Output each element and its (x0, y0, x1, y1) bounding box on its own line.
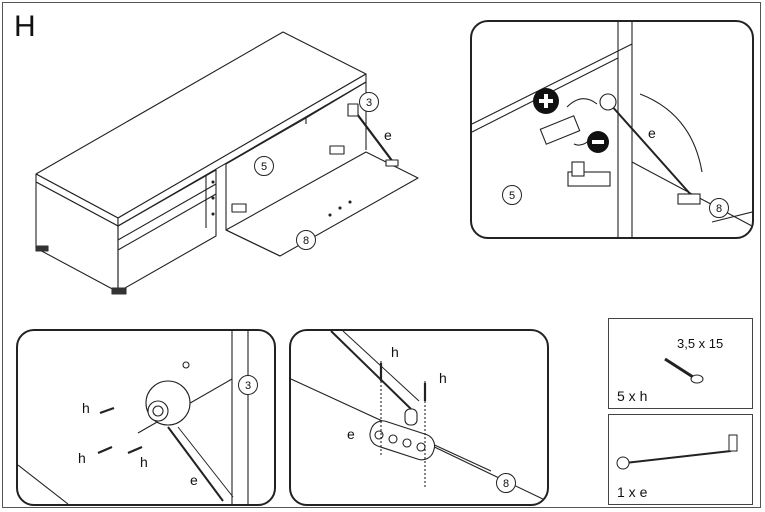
detail-panel-hinge: h h h e 3 (16, 329, 276, 506)
screw-quantity: 5 x h (617, 388, 648, 404)
stay-label: e (384, 127, 392, 143)
screw-label-h: h (78, 450, 86, 466)
stay-quantity: 1 x e (617, 484, 648, 500)
parts-box-stay: 1 x e (608, 414, 753, 505)
part-label-8: 8 (709, 198, 729, 218)
stay-label: e (190, 472, 198, 488)
part-label-3: 3 (238, 375, 258, 395)
step-letter: H (14, 10, 36, 43)
part-label-5: 5 (502, 185, 522, 205)
part-label-8: 8 (296, 230, 316, 250)
part-label-3: 3 (359, 92, 379, 112)
detail-panel-top: plus-icon minus-icon 5 8 e (470, 20, 754, 239)
detail-panel-plate: h h e 8 (289, 329, 549, 506)
screw-size: 3,5 x 15 (677, 336, 724, 351)
lid-stay-icon (616, 434, 738, 470)
screw-icon (664, 357, 704, 384)
screw-label-h: h (439, 370, 447, 386)
screw-label-h: h (391, 344, 399, 360)
parts-box-screws: 3,5 x 15 5 x h (608, 318, 753, 409)
stay-label: e (648, 125, 656, 141)
detail-top-drawing (472, 22, 752, 237)
screw-label-h: h (82, 400, 90, 416)
part-label-8: 8 (496, 473, 516, 493)
stay-label: e (347, 426, 355, 442)
part-label-5: 5 (254, 156, 274, 176)
detail-plate-drawing (291, 331, 547, 502)
detail-hinge-drawing (18, 331, 249, 504)
screw-label-h: h (140, 454, 148, 470)
